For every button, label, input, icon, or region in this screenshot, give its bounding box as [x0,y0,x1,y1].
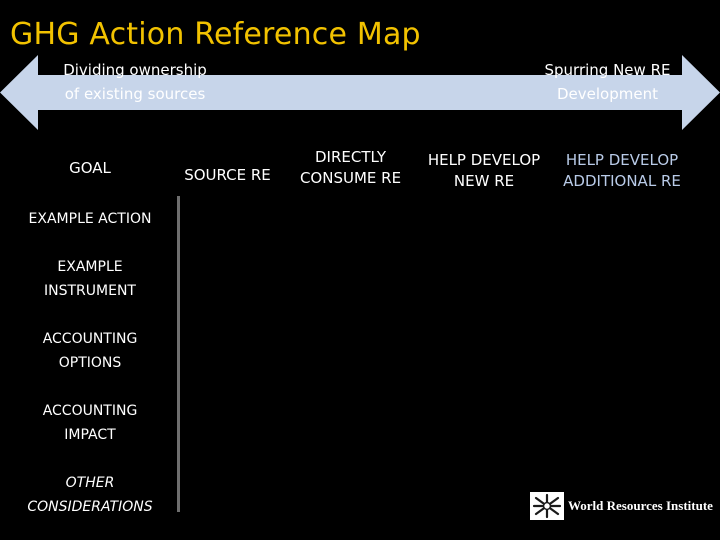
row-label-example-instrument-line2: INSTRUMENT [44,283,136,299]
world-resources-institute-logo-text: World Resources Institute [568,498,713,513]
row-label-other-considerations-line2: CONSIDERATIONS [27,499,153,515]
row-label-accounting-impact-line2: IMPACT [64,427,116,443]
row-label-accounting-options-line1: ACCOUNTING [42,331,138,347]
column-header-help-develop-additional-re-line1: HELP DEVELOP [565,151,679,169]
band-label-right-line2: Development [557,85,658,103]
column-header-help-develop-additional-re-line2: ADDITIONAL RE [563,172,681,190]
column-header-source-re-label: SOURCE RE [184,166,271,184]
world-resources-institute-logo-mark [530,492,564,520]
column-header-help-develop-new-re-line2: NEW RE [453,172,515,190]
row-label-accounting-impact-line1: ACCOUNTING [42,403,138,419]
column-header-help-develop-additional-re: HELP DEVELOP ADDITIONAL RE [552,150,692,192]
band-label-right: Spurring New RE Development [500,58,715,106]
row-label-example-action-line1: EXAMPLE ACTION [28,211,152,227]
row-label-example-instrument-line1: EXAMPLE [57,259,123,275]
page-title: GHG Action Reference Map [10,17,421,52]
row-label-example-instrument: EXAMPLE INSTRUMENT [5,255,175,303]
row-label-accounting-options: ACCOUNTING OPTIONS [5,327,175,375]
row-label-example-action: EXAMPLE ACTION [5,207,175,231]
column-header-source-re: SOURCE RE [165,165,290,186]
row-label-other-considerations-line1: OTHER [65,475,115,491]
double-headed-arrow-icon [0,55,720,130]
band-label-left: Dividing ownership of existing sources [30,58,240,106]
band-label-right-line1: Spurring New RE [544,61,671,79]
row-label-accounting-impact: ACCOUNTING IMPACT [5,399,175,447]
column-header-goal: GOAL [25,158,155,179]
band-label-left-line2: of existing sources [64,85,206,103]
row-label-accounting-options-line2: OPTIONS [58,355,122,371]
column-header-help-develop-new-re: HELP DEVELOP NEW RE [418,150,550,192]
column-header-directly-consume-re-line1: DIRECTLY [314,148,387,166]
column-header-directly-consume-re: DIRECTLY CONSUME RE [283,147,418,189]
footer-logo: World Resources Institute [530,492,713,520]
row-label-other-considerations: OTHER CONSIDERATIONS [5,471,175,519]
vertical-divider [177,196,180,512]
band-label-left-line1: Dividing ownership [63,61,207,79]
column-header-goal-label: GOAL [69,159,111,177]
column-header-directly-consume-re-line2: CONSUME RE [299,169,402,187]
column-header-help-develop-new-re-line1: HELP DEVELOP [427,151,541,169]
